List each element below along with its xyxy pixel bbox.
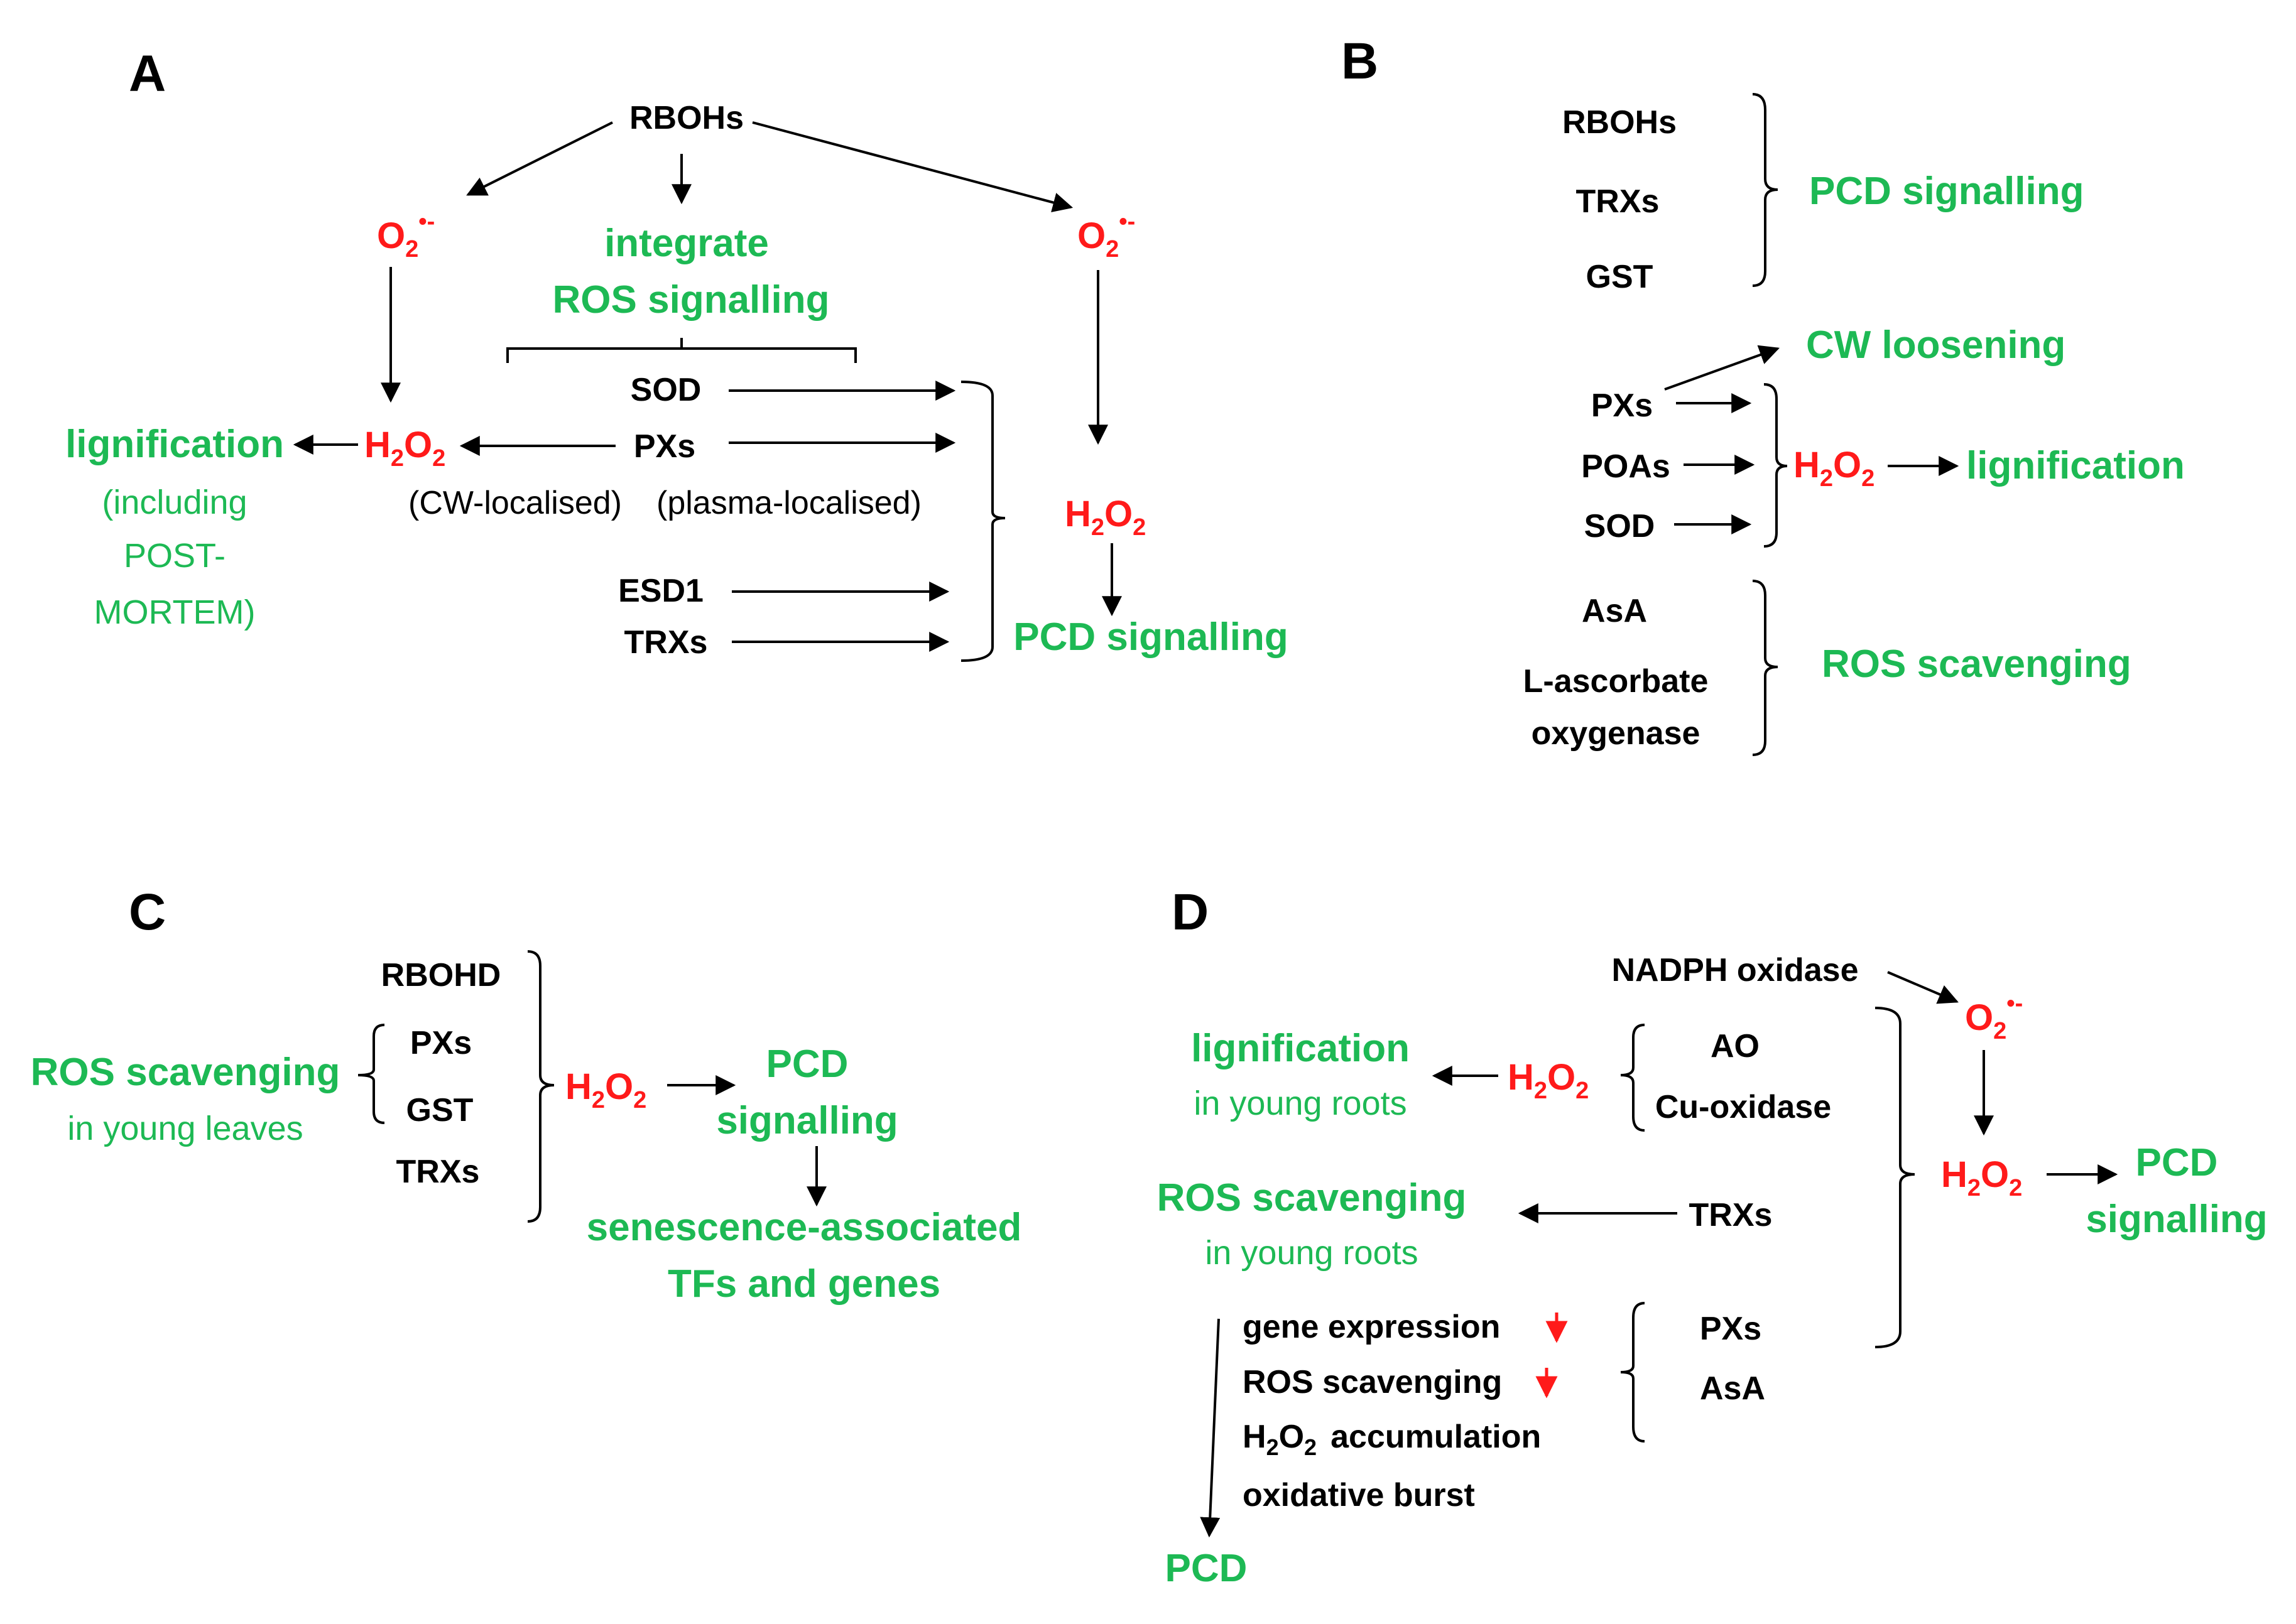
d-young-roots2-label: in young roots	[1205, 1234, 1418, 1272]
c-pcd-label: PCD	[766, 1042, 849, 1086]
d-ao-brace	[1620, 1024, 1645, 1132]
a-integrate-bracket	[506, 338, 857, 363]
d-h2o2-right: H2O2	[1941, 1154, 2022, 1201]
c-right-brace	[527, 950, 555, 1223]
d-pxs-brace	[1620, 1302, 1645, 1443]
c-senescence-line1: senescence-associated	[587, 1206, 1022, 1249]
b-sod-label: SOD	[1584, 508, 1655, 544]
d-signalling-label: signalling	[2086, 1198, 2267, 1241]
c-left-brace	[357, 1024, 385, 1124]
d-h2o2-left: H2O2	[1508, 1057, 1589, 1104]
b-ascorbate-line2: oxygenase	[1532, 715, 1700, 752]
c-h2o2: H2O2	[565, 1066, 646, 1113]
a-including-line1: (including	[102, 484, 247, 521]
a-ros-signalling-label: ROS signalling	[553, 278, 830, 322]
b-pcd-brace	[1752, 93, 1778, 287]
b-pxs-label: PXs	[1591, 387, 1653, 424]
d-pcd-final-label: PCD	[1165, 1547, 1248, 1590]
c-signalling-label: signalling	[716, 1099, 898, 1142]
c-gst-label: GST	[406, 1092, 474, 1129]
d-ao-label: AO	[1711, 1028, 1760, 1064]
a-including-line2: POST-	[124, 537, 226, 575]
b-lignification-label: lignification	[1966, 444, 2185, 487]
d-ros-scavenging-label: ROS scavenging	[1157, 1176, 1467, 1220]
b-ros-scavenging-label: ROS scavenging	[1822, 642, 2131, 686]
panel-a-letter: A	[129, 45, 166, 102]
a-superoxide-right: O2•-	[1077, 208, 1135, 263]
a-h2o2-right: H2O2	[1065, 494, 1146, 541]
b-rbohs-label: RBOHs	[1562, 104, 1677, 141]
d-oxidative-burst-label: oxidative burst	[1243, 1477, 1475, 1513]
a-trxs-label: TRXs	[624, 624, 708, 661]
panel-c-letter: C	[129, 884, 166, 941]
panel-d-letter: D	[1172, 884, 1209, 941]
d-arrow-nadph-o2	[1887, 971, 1959, 1004]
b-ascorbate-line1: L-ascorbate	[1523, 663, 1709, 700]
a-cw-localised-label: (CW-localised)	[408, 485, 622, 521]
a-right-brace	[960, 381, 1006, 662]
c-rbohd-label: RBOHD	[381, 957, 501, 993]
a-integrate-label: integrate	[604, 222, 769, 265]
a-superoxide-left: O2•-	[377, 208, 435, 263]
d-nadph-oxidase-label: NADPH oxidase	[1612, 952, 1859, 988]
b-poas-label: POAs	[1581, 448, 1670, 485]
a-including-line3: MORTEM)	[94, 593, 256, 631]
b-gst-label: GST	[1586, 259, 1653, 295]
b-pcd-signalling-label: PCD signalling	[1809, 170, 2084, 213]
d-trxs-label: TRXs	[1689, 1197, 1773, 1233]
d-right-brace	[1874, 1007, 1915, 1348]
b-asa-label: AsA	[1582, 593, 1647, 629]
d-pcd-label: PCD	[2136, 1141, 2218, 1184]
d-lignification-label: lignification	[1191, 1027, 1410, 1070]
a-lignification-label: lignification	[65, 423, 284, 466]
b-h2o2: H2O2	[1793, 445, 1874, 492]
b-arrow-pxs-cw	[1664, 345, 1780, 391]
a-rbohs-label: RBOHs	[629, 100, 744, 136]
a-h2o2-left: H2O2	[364, 425, 445, 472]
d-superoxide: O2•-	[1965, 990, 2023, 1044]
c-pxs-label: PXs	[410, 1025, 472, 1061]
d-gene-expression-label: gene expression	[1243, 1309, 1500, 1345]
b-h2o2-brace	[1763, 383, 1788, 548]
b-trxs-label: TRXs	[1576, 183, 1660, 220]
d-arrow-to-pcd	[1200, 1318, 1221, 1538]
a-sod-label: SOD	[631, 372, 702, 408]
a-arrow-rbohs-o2-right	[752, 121, 1074, 213]
c-ros-scavenging-label: ROS scavenging	[31, 1051, 340, 1094]
a-pcd-signalling-label: PCD signalling	[1013, 615, 1288, 659]
panel-c: C RBOHD PXs GST TRXs ROS scavenging in y…	[31, 884, 1022, 1306]
b-scavenging-brace	[1752, 580, 1778, 756]
d-ros-scavenging2-label: ROS scavenging	[1243, 1364, 1502, 1400]
c-senescence-line2: TFs and genes	[668, 1262, 940, 1306]
a-arrow-rbohs-o2-left	[466, 121, 613, 196]
a-pxs-label: PXs	[634, 428, 695, 465]
panel-d: D NADPH oxidase O2•- H2O2 PCD signalling…	[1157, 884, 2268, 1590]
c-trxs-label: TRXs	[396, 1154, 480, 1190]
d-cu-oxidase-label: Cu-oxidase	[1655, 1089, 1831, 1125]
d-pxs-label: PXs	[1700, 1311, 1761, 1347]
a-esd1-label: ESD1	[618, 573, 704, 609]
a-plasma-localised-label: (plasma-localised)	[656, 485, 922, 521]
c-young-leaves-label: in young leaves	[67, 1110, 303, 1147]
panel-a: A RBOHs O2•- O2•- integrate ROS signalli…	[65, 45, 1288, 662]
b-cw-loosening-label: CW loosening	[1806, 323, 2065, 367]
d-young-roots-label: in young roots	[1194, 1085, 1406, 1122]
d-asa-label: AsA	[1700, 1370, 1765, 1407]
panel-b-letter: B	[1341, 33, 1378, 90]
panel-b: B RBOHs TRXs GST PCD signalling CW loose…	[1341, 33, 2185, 756]
